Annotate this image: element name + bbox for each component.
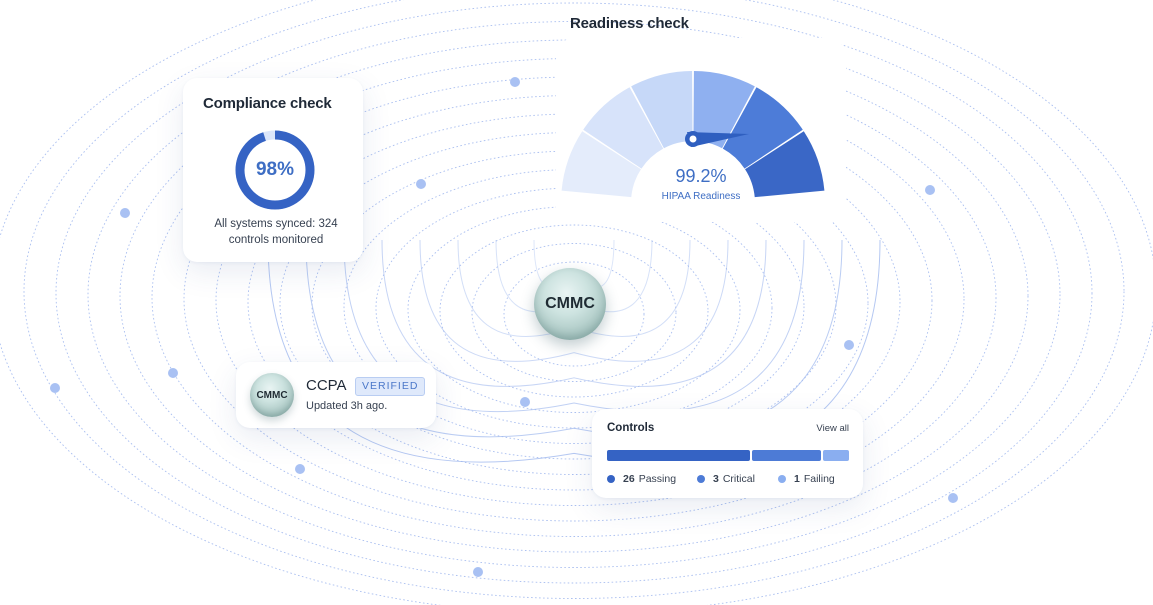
controls-bar-segment [607,450,750,461]
legend-item-passing: 26 Passing [607,473,676,485]
compliance-description: All systems synced: 324 controls monitor… [214,218,338,246]
controls-bar-segment [752,450,821,461]
orbit-ring [55,2,1093,584]
failing-dot-icon [778,475,786,483]
orbit-dot [416,179,426,189]
orbit-dot [520,397,530,407]
gauge-segment [583,87,664,169]
orbit-ring [471,243,677,382]
orbit-dot [120,208,130,218]
verified-badge: VERIFIED [355,377,426,396]
orbit-ring [503,261,645,367]
cmmc-center-orb[interactable]: CMMC [534,268,606,340]
controls-bar-segment [823,450,849,461]
compliance-progress-ring [235,130,315,210]
inner-funnel-ring [343,239,805,413]
ccpa-updated-text: Updated 3h ago. [306,400,388,412]
gauge-segment [722,87,803,169]
readiness-gauge-panel: 99.2% HIPAA Readiness [556,38,846,222]
legend-label: Failing [803,473,835,485]
orbit-dot [925,185,935,195]
passing-dot-icon [607,475,615,483]
gauge-needle [685,131,749,147]
legend-count: 26 [623,473,635,485]
readiness-check-title: Readiness check [570,15,689,32]
readiness-gauge [561,71,825,198]
orbit-ring [87,21,1061,568]
orbit-ring [151,58,997,537]
compliance-check-card: Compliance check 98% All systems synced:… [183,78,363,262]
ccpa-status-card[interactable]: CMMC CCPA VERIFIED Updated 3h ago. [236,362,436,428]
gauge-segment [631,71,693,149]
orbit-dot [948,493,958,503]
gauge-segment [561,131,641,198]
orbit-dot [50,383,60,393]
controls-stacked-bar [607,450,849,461]
critical-dot-icon [697,475,705,483]
legend-count: 1 [794,473,800,485]
gauge-segment [693,71,755,149]
controls-card: Controls View all 26 Passing 3 Critical … [592,409,863,498]
orbit-ring [279,132,869,475]
gauge-segment [745,131,825,198]
legend-label: Passing [638,473,677,485]
inner-funnel-ring [381,239,767,387]
legend-label: Critical [722,473,755,485]
orbit-dot [473,567,483,577]
orbit-ring [407,206,741,413]
readiness-label: HIPAA Readiness [661,191,741,202]
ccpa-name: CCPA [306,377,347,394]
legend-item-failing: 1 Failing [778,473,835,485]
orbit-ring [215,95,933,506]
orbit-dot [844,340,854,350]
orbit-ring [23,0,1125,599]
compliance-check-title: Compliance check [203,95,332,112]
legend-item-critical: 3 Critical [697,473,755,485]
cmmc-orb-label: CMMC [545,295,595,312]
orbit-ring [343,169,805,444]
inner-funnel-ring [419,239,729,362]
compliance-percentage: 98% [255,159,295,180]
ccpa-orb-label: CMMC [256,389,288,401]
orbit-dot [295,464,305,474]
controls-legend: 26 Passing 3 Critical 1 Failing [607,473,857,487]
view-all-link[interactable]: View all [816,423,849,434]
orbit-dot [168,368,178,378]
orbit-dot [510,77,520,87]
orbit-ring [439,224,709,398]
controls-title: Controls [607,422,655,434]
legend-count: 3 [713,473,719,485]
readiness-value: 99.2% [675,166,727,186]
ccpa-orb: CMMC [250,373,294,417]
